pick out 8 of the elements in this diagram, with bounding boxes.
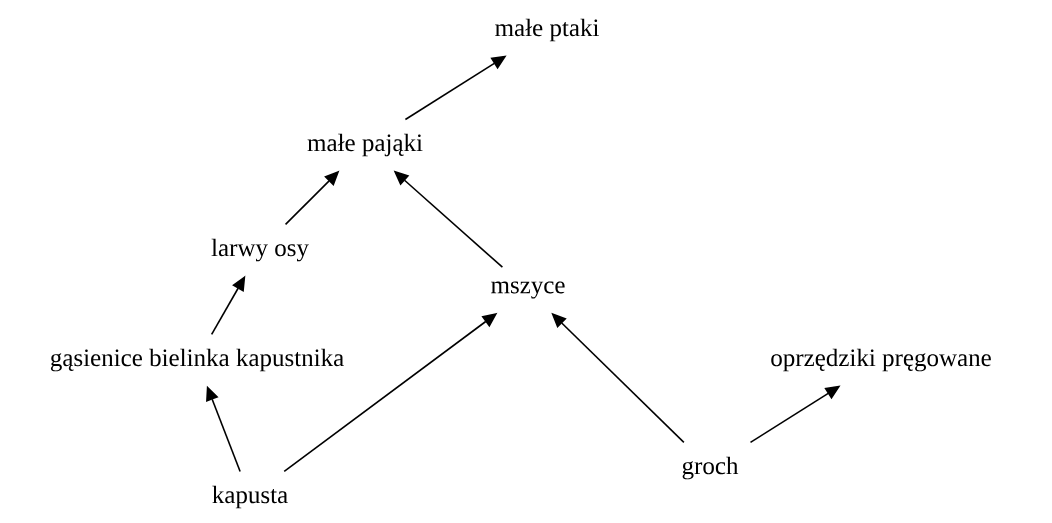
node-label: małe pająki <box>307 133 423 157</box>
node-label: mszyce <box>491 281 565 299</box>
node-label: gąsienice bielinka kapustnika <box>50 348 344 372</box>
node-label: kapusta <box>212 485 288 509</box>
node-label: oprzędziki pręgowane <box>771 348 991 372</box>
node-label: groch <box>682 456 739 480</box>
node-label: małe ptaki <box>495 18 599 42</box>
node-label: larwy osy <box>211 238 309 262</box>
